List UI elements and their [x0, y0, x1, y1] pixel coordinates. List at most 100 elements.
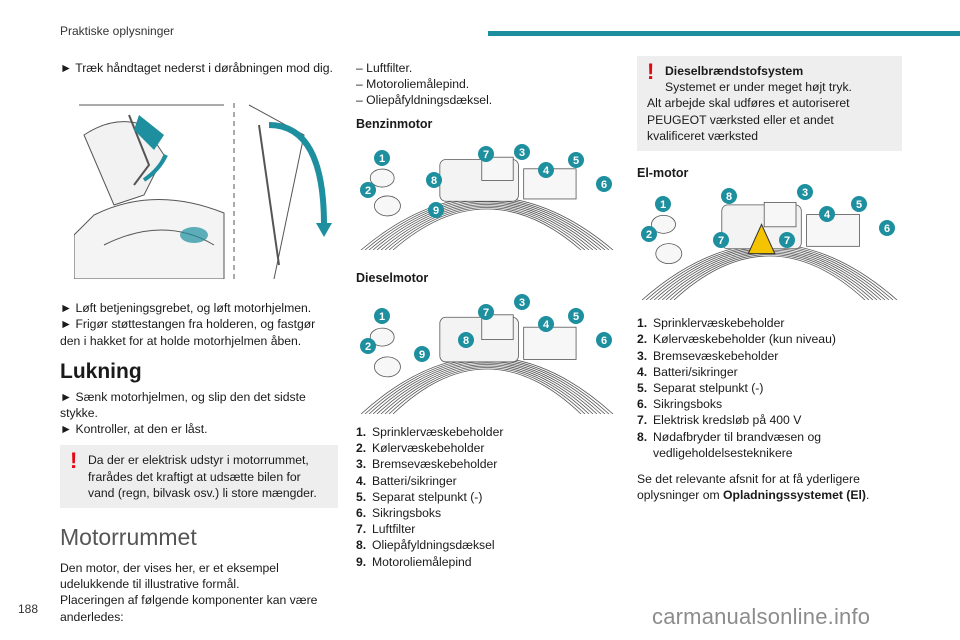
diagram-marker-label: 1	[379, 311, 385, 323]
legend-number: 1.	[637, 316, 648, 331]
legend-number: 3.	[356, 457, 367, 472]
diagram-marker	[426, 172, 442, 188]
diagram-marker	[478, 304, 494, 320]
diagram-marker-label: 6	[601, 335, 607, 347]
legend-number: 2.	[637, 332, 648, 347]
legend-number: 2.	[356, 441, 367, 456]
diesel-fuel-warning-box: ! Dieselbrændstofsystem Systemet er unde…	[637, 56, 902, 152]
diagram-marker-label: 4	[543, 165, 550, 177]
legend-item: 2.Kølervæskebeholder (kun niveau)	[637, 331, 902, 347]
diagram-marker-label: 7	[483, 307, 489, 319]
legend-text: Kølervæskebeholder	[372, 441, 485, 456]
legend-item: 4.Batteri/sikringer	[637, 364, 902, 380]
engine-bay-intro: Den motor, der vises her, er et eksempel…	[60, 561, 279, 592]
diagram-marker	[514, 144, 530, 160]
diagram-marker-label: 4	[543, 319, 550, 331]
legend-text: Luftfilter	[372, 522, 416, 537]
diesel-engine-heading: Dieselmotor	[356, 270, 429, 285]
legend-item: 6.Sikringsboks	[637, 396, 902, 412]
legend-item: 7.Elektrisk kredsløb på 400 V	[637, 412, 902, 428]
diagram-marker	[514, 294, 530, 310]
column-3: ! Dieselbrændstofsystem Systemet er unde…	[637, 56, 902, 503]
diagram-marker	[538, 316, 554, 332]
water-warning-text: Da der er elektrisk udstyr i motorrummet…	[88, 453, 317, 500]
diagram-marker-label: 3	[802, 187, 808, 199]
legend-item: 3.Bremsevæskebeholder	[356, 456, 618, 472]
diagram-marker-label: 5	[573, 155, 579, 167]
column-2: – Luftfilter. – Motoroliemålepind. – Oli…	[356, 60, 618, 570]
legend-item: 6.Sikringsboks	[356, 505, 618, 521]
legend-number: 8.	[356, 538, 367, 553]
legend-number: 9.	[356, 554, 367, 569]
legend-text: Separat stelpunkt (-)	[372, 489, 483, 504]
component-list-top-1: – Luftfilter.	[356, 61, 413, 75]
legend-text: Sprinklervæskebeholder	[653, 316, 785, 331]
diagram-marker-label: 9	[433, 205, 439, 217]
diagram-marker-label: 8	[431, 175, 437, 187]
legend-item: 4.Batteri/sikringer	[356, 473, 618, 489]
rotate-arrow-icon	[268, 122, 327, 226]
diagram-marker	[568, 152, 584, 168]
diagram-marker-label: 6	[884, 223, 890, 235]
diagram-marker-label: 3	[519, 297, 525, 309]
diagram-marker-label: 8	[463, 335, 469, 347]
high-voltage-icon	[747, 223, 776, 255]
closing-step-check: ► Kontroller, at den er låst.	[60, 422, 208, 437]
legend-text: Separat stelpunkt (-)	[653, 381, 764, 396]
diesel-petrol-legend: 1. Sprinklervæskebeholder 2. Kølervæskebeho…	[356, 424, 618, 570]
diagram-marker-label: 7	[718, 235, 724, 247]
watermark: carmanualsonline.info	[652, 604, 871, 629]
legend-number: 6.	[637, 397, 648, 412]
page-number: 188	[18, 602, 39, 616]
charging-system-link[interactable]: Opladningssystemet (El)	[723, 488, 866, 503]
warning-exclamation-icon: !	[70, 448, 78, 474]
legend-text: Nødafbryder til brandvæsen og vedligehol…	[653, 429, 822, 460]
diagram-marker	[478, 146, 494, 162]
diagram-marker	[458, 332, 474, 348]
legend-number: 7.	[637, 413, 648, 428]
diagram-marker-label: 9	[419, 349, 425, 361]
component-list-top-2: – Motoroliemålepind.	[356, 77, 470, 92]
diagram-marker-label: 2	[365, 341, 371, 353]
legend-number: 3.	[637, 348, 648, 363]
diagram-marker-label: 6	[601, 179, 607, 191]
peugeot-badge	[180, 227, 208, 243]
legend-number: 1.	[356, 425, 367, 440]
legend-item: 7. Luftfilter	[356, 521, 618, 537]
legend-number: 7.	[356, 522, 367, 537]
lift-arrow-icon	[134, 115, 164, 150]
legend-text: Bremsevæskebeholder	[653, 348, 779, 363]
diagram-marker	[414, 346, 430, 362]
diagram-marker	[879, 220, 895, 236]
hood-opening-illustration	[74, 95, 336, 279]
diagram-marker	[797, 184, 813, 200]
legend-text: Sprinklervæskebeholder	[372, 425, 504, 440]
diagram-marker	[360, 338, 376, 354]
diagram-marker	[360, 182, 376, 198]
legend-number: 6.	[356, 506, 367, 521]
legend-item: 2. Kølervæskebeholder	[356, 440, 618, 456]
diagram-marker	[819, 206, 835, 222]
step-prop-rod: ► Frigør støttestangen fra holderen, og …	[60, 317, 316, 348]
legend-item: 9.Motoroliemålepind	[356, 554, 618, 570]
diagram-marker-label: 2	[646, 229, 652, 241]
water-warning-box: ! Da der er elektrisk udstyr i motorrumm…	[60, 445, 338, 509]
engine-bay-note: Placeringen af følgende komponenter kan …	[60, 593, 318, 624]
diagram-marker	[721, 188, 737, 204]
step-lift-lever: ► Løft betjeningsgrebet, og løft motorhj…	[60, 301, 312, 316]
diesel-warning-line1: Systemet er under meget højt tryk.	[665, 80, 852, 95]
closing-heading: Lukning	[60, 359, 142, 383]
diagram-marker-label: 4	[824, 209, 831, 221]
column-1: ► Træk håndtaget nederst i døråbningen m…	[60, 60, 338, 625]
diagram-marker-label: 7	[784, 235, 790, 247]
running-header: Praktiske oplysninger	[60, 24, 175, 38]
diagram-marker	[641, 226, 657, 242]
diagram-marker	[374, 150, 390, 166]
legend-number: 5.	[637, 381, 648, 396]
diagram-marker	[568, 308, 584, 324]
legend-item: 5. Separat stelpunkt (-)	[637, 380, 902, 396]
legend-item: 1. Sprinklervæskebeholder	[637, 315, 902, 331]
legend-text: Oliepåfyldningsdæksel	[372, 538, 495, 553]
